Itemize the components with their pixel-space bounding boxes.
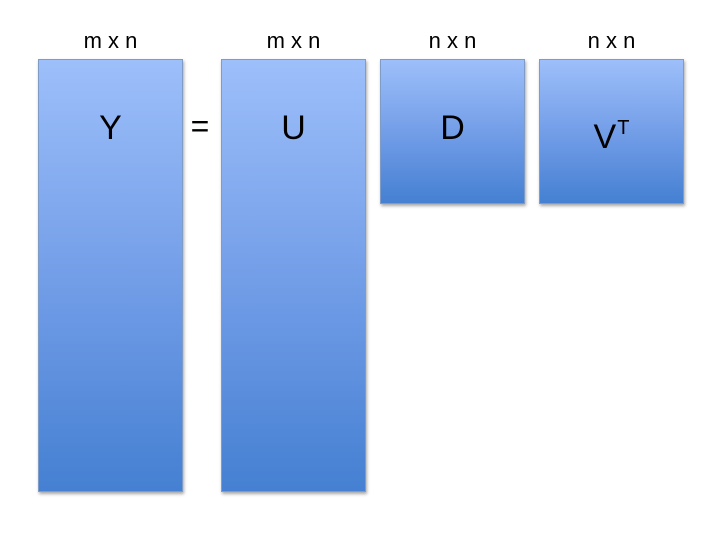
matrix-u: U [221, 59, 366, 492]
u-dims-label: m x n [266, 28, 321, 53]
y-dims-label: m x n [83, 28, 138, 53]
v-dims-label: n x n [587, 28, 636, 53]
matrix-u-symbol: U [222, 108, 365, 148]
matrix-d: D [380, 59, 525, 204]
transpose-superscript: T [617, 117, 630, 139]
matrix-v-symbol: VT [540, 108, 683, 157]
d-dims-label: n x n [428, 28, 477, 53]
matrix-d-symbol: D [381, 108, 524, 148]
matrix-y-letter: Y [99, 109, 122, 147]
matrix-d-letter: D [440, 109, 465, 147]
matrix-y: Y [38, 59, 183, 492]
matrix-u-letter: U [281, 109, 306, 147]
matrix-v-transpose: VT [539, 59, 684, 204]
matrix-y-symbol: Y [39, 108, 182, 148]
equals-sign: = [190, 108, 210, 144]
matrix-v-letter: V [593, 118, 617, 156]
